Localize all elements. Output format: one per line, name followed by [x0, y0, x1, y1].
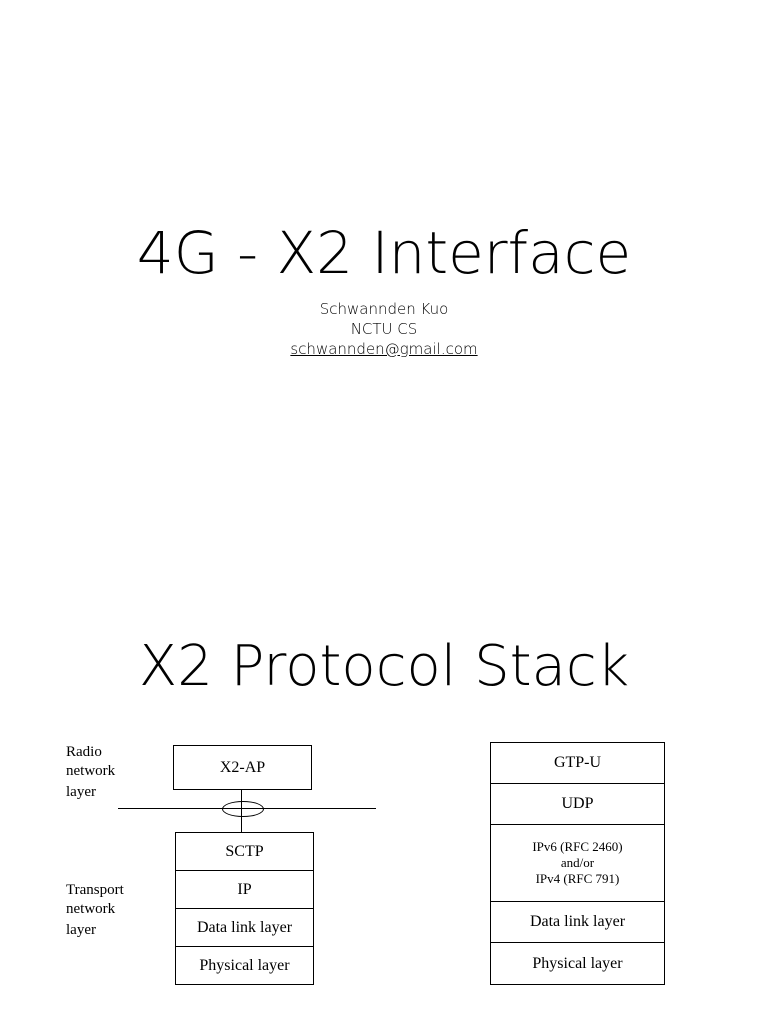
- service-access-point-ellipse: [222, 801, 264, 817]
- author-name: Schwannden Kuo: [319, 300, 449, 318]
- slide2-title: X2 Protocol Stack: [138, 634, 630, 699]
- cp-physical-layer-box: Physical layer: [175, 946, 314, 985]
- author-affiliation: NCTU CS: [350, 320, 418, 338]
- x2-ap-box: X2-AP: [173, 745, 312, 790]
- radio-network-layer-label: Radio network layer: [66, 744, 116, 800]
- ip-box: IP: [175, 870, 314, 909]
- udp-box: UDP: [490, 783, 665, 825]
- author-block: Schwannden Kuo NCTU CS schwannden@gmail.…: [0, 299, 768, 359]
- gtp-u-box: GTP-U: [490, 742, 665, 784]
- ipv6-ipv4-box: IPv6 (RFC 2460) and/or IPv4 (RFC 791): [490, 824, 665, 902]
- up-physical-layer-box: Physical layer: [490, 942, 665, 985]
- slide1-title: 4G - X2 Interface: [136, 219, 632, 287]
- author-email-link[interactable]: schwannden@gmail.com: [290, 340, 478, 358]
- up-data-link-layer-box: Data link layer: [490, 901, 665, 943]
- sctp-box: SCTP: [175, 832, 314, 871]
- cp-data-link-layer-box: Data link layer: [175, 908, 314, 947]
- transport-network-layer-label: Transport network layer: [66, 882, 124, 938]
